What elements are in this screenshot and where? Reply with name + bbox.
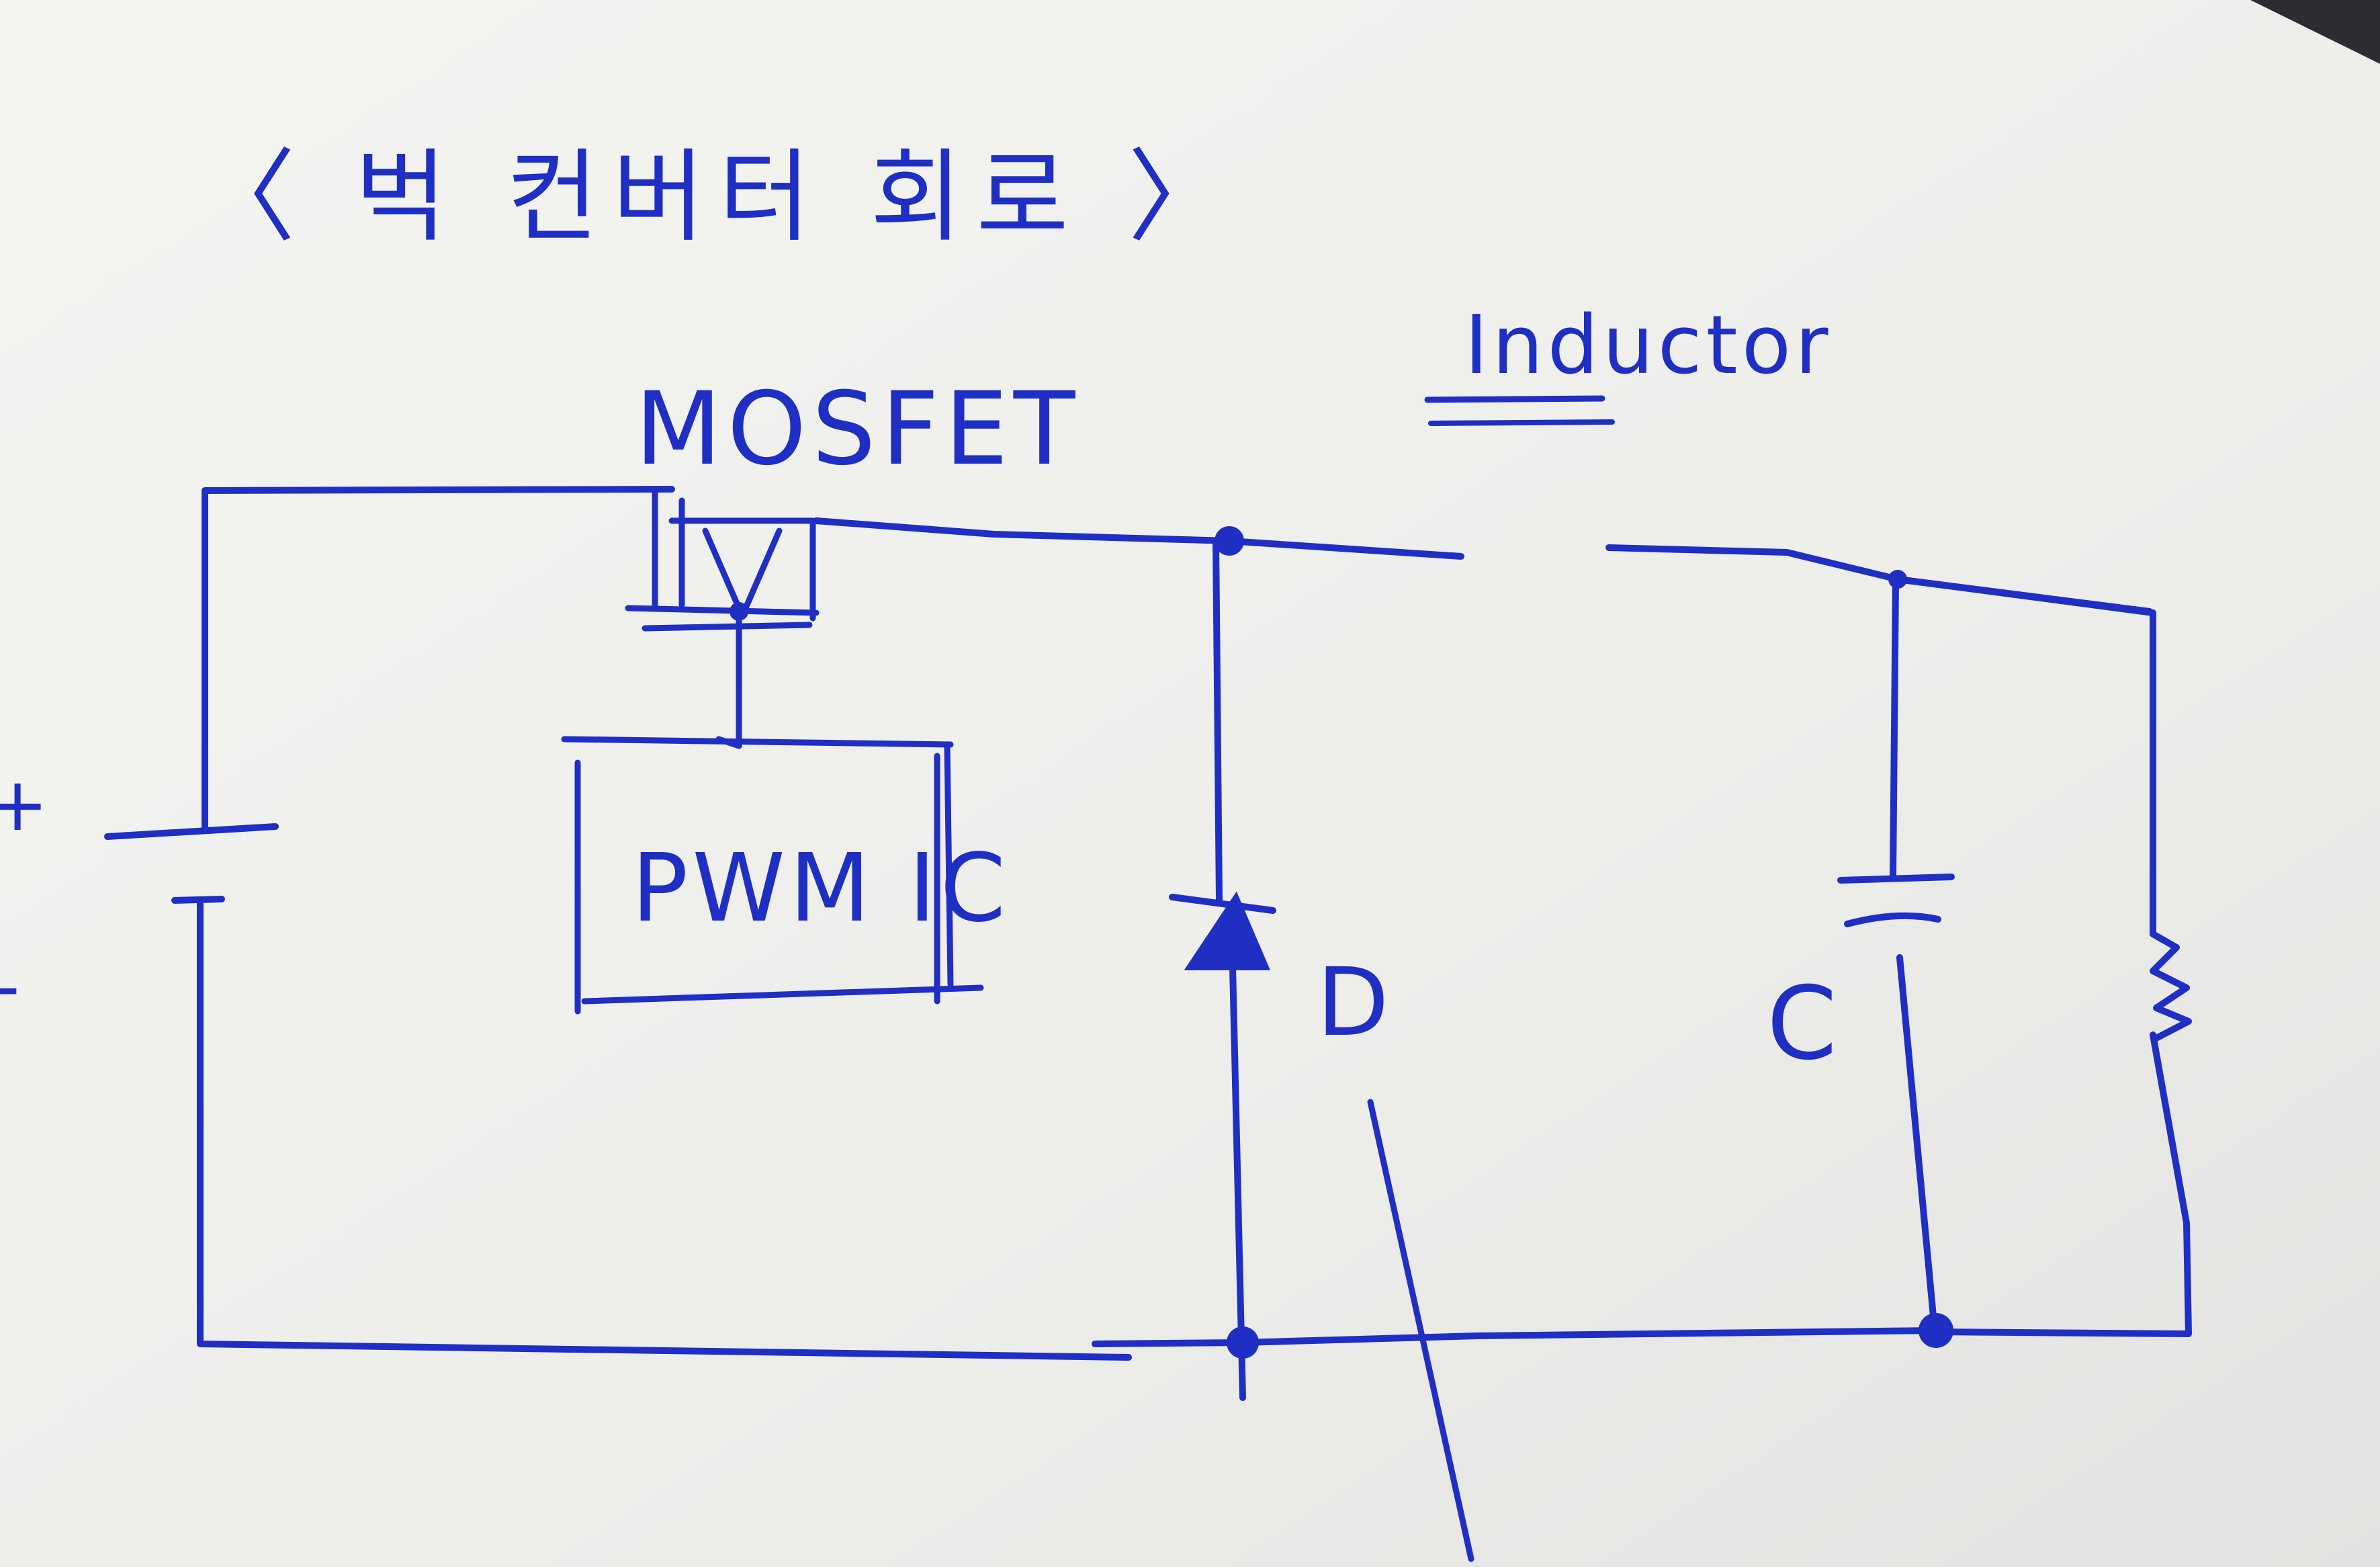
pwm-ic-box [561, 736, 984, 1015]
wire-resistor-top [1894, 576, 2156, 937]
node-dot-switch [1215, 526, 1244, 556]
battery-short-plate [171, 896, 225, 904]
battery-plus-label: + [0, 761, 48, 847]
battery-minus-label: - [0, 943, 20, 1029]
wire-battery-bottom [197, 900, 1132, 1361]
resistor-symbol [2150, 931, 2192, 1042]
pwm-ic-label: PWM IC [631, 834, 1010, 943]
diode-label: D [1317, 948, 1389, 1058]
battery-long-plate [104, 823, 279, 840]
mosfet-label: MOSFET [635, 371, 1080, 488]
diode-symbol [1169, 538, 1276, 1401]
inductor-underline-2 [1428, 419, 1615, 426]
wire-ground [1092, 1327, 1938, 1347]
capacitor-label: C [1767, 966, 1837, 1083]
inductor-label: Inductor [1464, 299, 1832, 392]
inductor-underline [1424, 395, 1605, 403]
page-title: 〈 벅 컨버터 회로 〉 [195, 139, 1242, 256]
wire-mosfet-to-node [813, 517, 1464, 560]
mosfet-symbol [625, 487, 820, 749]
stray-pen-line [1367, 1099, 1474, 1562]
wire-resistor-bottom [1931, 1031, 2192, 1337]
capacitor-symbol [1837, 578, 1955, 1334]
wire-battery-to-mosfet [202, 486, 675, 833]
